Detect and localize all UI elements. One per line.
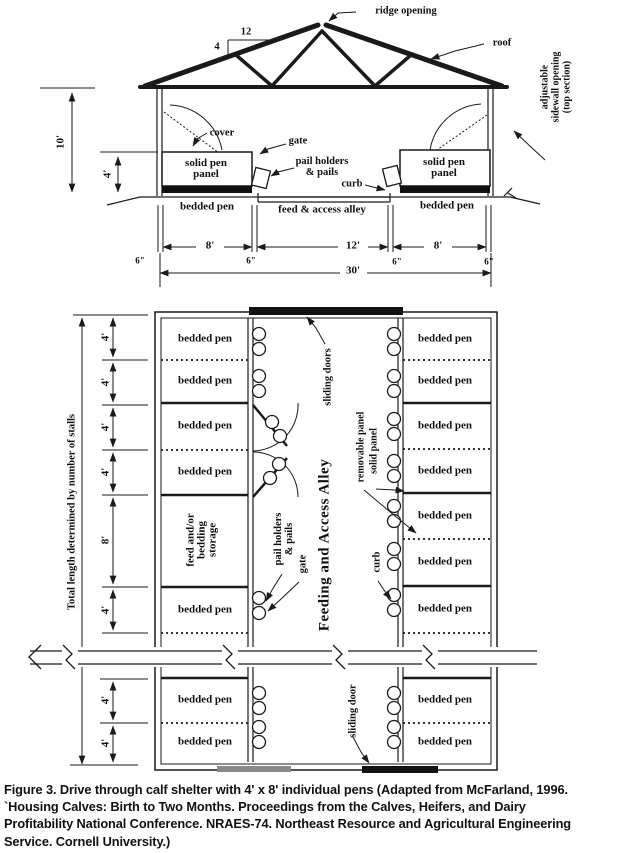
bedded-pen-label: bedded pen xyxy=(177,419,233,432)
bedded-pen-label: bedded pen xyxy=(177,374,233,387)
feeding-access-alley-label: Feeding and Access Alley xyxy=(316,458,333,632)
bedded-pen-label: bedded pen xyxy=(177,603,233,616)
stall-4ft-dim: 4' xyxy=(99,376,112,388)
sliding-door-label: sliding door xyxy=(347,684,359,738)
caption-line: Service. Cornell University.) xyxy=(4,833,171,849)
roof-slope-indicator xyxy=(227,39,274,56)
bedded-pen-label: bedded pen xyxy=(417,374,473,387)
break-band xyxy=(28,644,538,670)
cover-label: cover xyxy=(209,127,235,139)
adjustable-sidewall-label: adjustable sidewall opening (top section… xyxy=(539,51,573,123)
removable-panel-label: removable panel xyxy=(355,411,367,483)
gate-label: gate xyxy=(288,135,308,147)
roof-label: roof xyxy=(492,37,512,49)
caption-line: Profitability National Conference. NRAES… xyxy=(4,816,572,832)
figure-caption: Figure 3. Drive through calf shelter wit… xyxy=(4,781,626,850)
bedded-pen-label: bedded pen xyxy=(417,555,473,568)
pail-holders-plan-label: pail holders & pails xyxy=(273,512,295,566)
stall-4ft-dim: 4' xyxy=(99,466,112,478)
height-dimensions xyxy=(40,87,158,193)
bedded-pen-label: bedded pen xyxy=(177,735,233,748)
bedded-pen-label: bedded pen xyxy=(417,509,473,522)
feed-storage-label: feed and/or bedding storage xyxy=(184,513,219,567)
bedded-pen-label: bedded pen xyxy=(417,464,473,477)
pen-dividers-solid xyxy=(161,401,491,680)
feed-access-alley-label: feed & access alley xyxy=(278,203,366,216)
total-width-dim: 30' xyxy=(344,264,362,277)
solid-pen-panel-left-label: solid pen panel xyxy=(185,157,227,180)
length-dimensions xyxy=(70,314,148,766)
wall-6in-dim: 6" xyxy=(135,255,145,266)
alley-width-dim: 12' xyxy=(344,239,362,252)
roof-truss xyxy=(138,22,509,89)
caption-line: `Housing Calves: Birth to Two Months. Pr… xyxy=(4,799,526,815)
ground-and-alley-floor xyxy=(106,187,541,206)
plan-leaders xyxy=(265,316,417,764)
sliding-doors-label: sliding doors xyxy=(322,348,334,406)
bedded-pen-label: bedded pen xyxy=(417,419,473,432)
solid-pen-panel-right-label: solid pen panel xyxy=(423,156,465,179)
curb-plan-label: curb xyxy=(371,551,383,573)
width-dimensions xyxy=(157,205,492,287)
stall-4ft-dim: 4' xyxy=(99,694,112,706)
slope-run-label: 12 xyxy=(240,26,252,38)
solid-pen-panels xyxy=(161,149,491,193)
storage-8ft-dim: 8' xyxy=(99,534,112,546)
total-length-label: Total length determined by number of sta… xyxy=(66,413,78,611)
stall-4ft-dim: 4' xyxy=(99,421,112,433)
pail-holders-label: pail holders & pails xyxy=(295,156,349,178)
height-10ft-label: 10' xyxy=(54,133,67,151)
bedded-pen-label: bedded pen xyxy=(177,332,233,345)
stall-4ft-dim: 4' xyxy=(99,331,112,343)
solid-panel-label: solid panel xyxy=(368,428,380,474)
bedded-pen-label: bedded pen xyxy=(419,199,475,212)
sliding-door-bars xyxy=(217,307,438,773)
curb-label: curb xyxy=(341,178,363,190)
slope-rise-label: 4 xyxy=(214,41,220,53)
cover-arcs xyxy=(163,103,488,154)
bedded-pen-label: bedded pen xyxy=(417,332,473,345)
stall-4ft-dim: 4' xyxy=(99,604,112,616)
bedded-pen-label: bedded pen xyxy=(417,693,473,706)
ridge-opening-label: ridge opening xyxy=(375,5,437,17)
pen-depth-right-dim: 8' xyxy=(432,239,444,252)
bedded-pen-label: bedded pen xyxy=(179,200,235,213)
wall-6in-dim: 6" xyxy=(246,255,256,266)
gate-plan-label: gate xyxy=(297,554,309,574)
wall-6in-dim: 6" xyxy=(484,256,494,267)
cross-section-leaders xyxy=(192,11,546,192)
bedded-pen-label: bedded pen xyxy=(417,735,473,748)
walls xyxy=(156,87,494,196)
pen-depth-left-dim: 8' xyxy=(204,239,216,252)
pail-holder-circles xyxy=(251,326,402,750)
wall-6in-dim: 6" xyxy=(392,256,402,267)
height-4ft-label: 4' xyxy=(101,168,114,180)
figure-drawing xyxy=(28,11,546,773)
bedded-pen-label: bedded pen xyxy=(177,693,233,706)
pails xyxy=(250,164,403,190)
stall-4ft-dim: 4' xyxy=(99,737,112,749)
caption-line: Figure 3. Drive through calf shelter wit… xyxy=(4,782,568,797)
bedded-pen-label: bedded pen xyxy=(177,465,233,478)
bedded-pen-label: bedded pen xyxy=(417,602,473,615)
